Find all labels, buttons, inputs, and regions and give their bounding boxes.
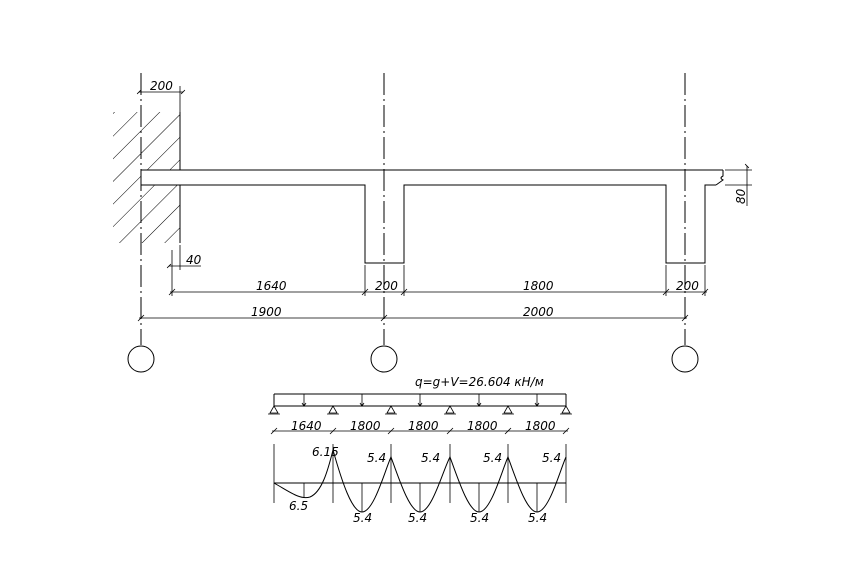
axis-marker-3 xyxy=(671,345,699,373)
dim-wall-embed: 200 xyxy=(136,79,186,112)
beam-span-label-3: 1800 xyxy=(408,419,439,433)
beam-dim-chain: 1640 1800 1800 1800 1800 xyxy=(270,419,570,435)
moment-label-support-1: 6.15 xyxy=(312,445,339,459)
dim-wall-offset: 40 xyxy=(166,245,202,270)
moment-label-support-2: 5.4 xyxy=(367,451,386,465)
moment-diagram: 6.15 5.4 5.4 5.4 5.4 6.5 5.4 5.4 5.4 5.4 xyxy=(273,444,567,525)
axis-lines xyxy=(140,73,686,345)
dim-chain-axis-spans: 1900 2000 xyxy=(137,305,689,322)
moment-label-span-1: 6.5 xyxy=(289,499,308,513)
supports xyxy=(268,405,572,415)
dim-slab-thickness: 80 xyxy=(725,163,752,206)
moment-ordinates xyxy=(273,444,567,512)
moment-label-span-3: 5.4 xyxy=(408,511,427,525)
load-arrows xyxy=(301,394,540,407)
moment-label-span-5: 5.4 xyxy=(528,511,547,525)
moment-label-span-4: 5.4 xyxy=(470,511,489,525)
moment-label-support-4: 5.4 xyxy=(483,451,502,465)
beam-span-label-5: 1800 xyxy=(525,419,556,433)
axis-marker-1 xyxy=(127,345,155,373)
moment-label-support-3: 5.4 xyxy=(421,451,440,465)
slab-section xyxy=(141,169,724,264)
masonry-wall xyxy=(113,112,181,243)
dim-label-axis-span-1: 1900 xyxy=(251,305,282,319)
load-formula: q=g+V=26.604 кН/м xyxy=(415,375,544,389)
moment-label-span-2: 5.4 xyxy=(353,511,372,525)
dim-label-axis-span-2: 2000 xyxy=(523,305,554,319)
moment-label-support-5: 5.4 xyxy=(542,451,561,465)
beam-span-label-1: 1640 xyxy=(291,419,322,433)
beam-scheme xyxy=(268,393,572,415)
dim-label-slab-thickness: 80 xyxy=(734,188,748,204)
beam-span-label-4: 1800 xyxy=(467,419,498,433)
dim-label-clear-span-2: 1800 xyxy=(523,279,554,293)
axis-markers xyxy=(127,345,699,373)
dim-label-rib-width-1: 200 xyxy=(375,279,398,293)
beam-span-label-2: 1800 xyxy=(350,419,381,433)
dim-chain-clear-spans: 1640 200 1800 200 xyxy=(168,265,709,296)
moment-curve xyxy=(273,448,567,513)
dim-label-wall-offset: 40 xyxy=(186,253,202,267)
dim-label-rib-width-2: 200 xyxy=(676,279,699,293)
dim-label-wall-embed: 200 xyxy=(150,79,173,93)
dim-label-clear-span-1: 1640 xyxy=(256,279,287,293)
axis-marker-2 xyxy=(370,345,398,373)
